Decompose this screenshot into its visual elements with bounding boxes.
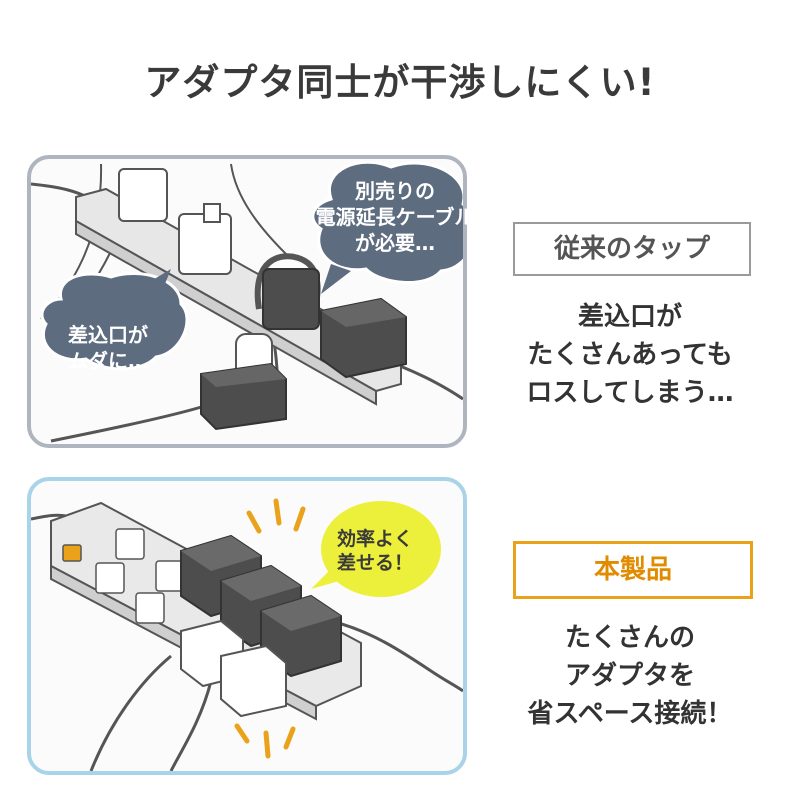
headline: アダプタ同士が干渉しにくい! (144, 61, 656, 104)
bubble-text-wasted-outlets: 差込口が ムダに… (68, 323, 148, 373)
product-strip-panel (27, 477, 467, 775)
product-caption: たくさんの アダプタを 省スペース接続！ (527, 623, 733, 729)
bubble-text-efficient: 効率よく 差せる！ (336, 528, 413, 574)
speech-bubble-wasted-outlets (40, 272, 189, 371)
speech-bubble-extension (311, 160, 463, 284)
conventional-strip-panel (27, 155, 467, 448)
conventional-tap-label: 従来のタップ (513, 222, 751, 276)
product-label: 本製品 (513, 541, 753, 599)
product-strip-illustration (31, 498, 463, 771)
bubble-text-extension: 別売りの 電源延長ケーブル が必要… (315, 179, 475, 255)
conventional-strip-illustration (31, 160, 463, 443)
conventional-caption: 差込口が たくさんあっても ロスしてしまう… (526, 302, 734, 408)
speech-bubble-efficient (321, 501, 441, 597)
